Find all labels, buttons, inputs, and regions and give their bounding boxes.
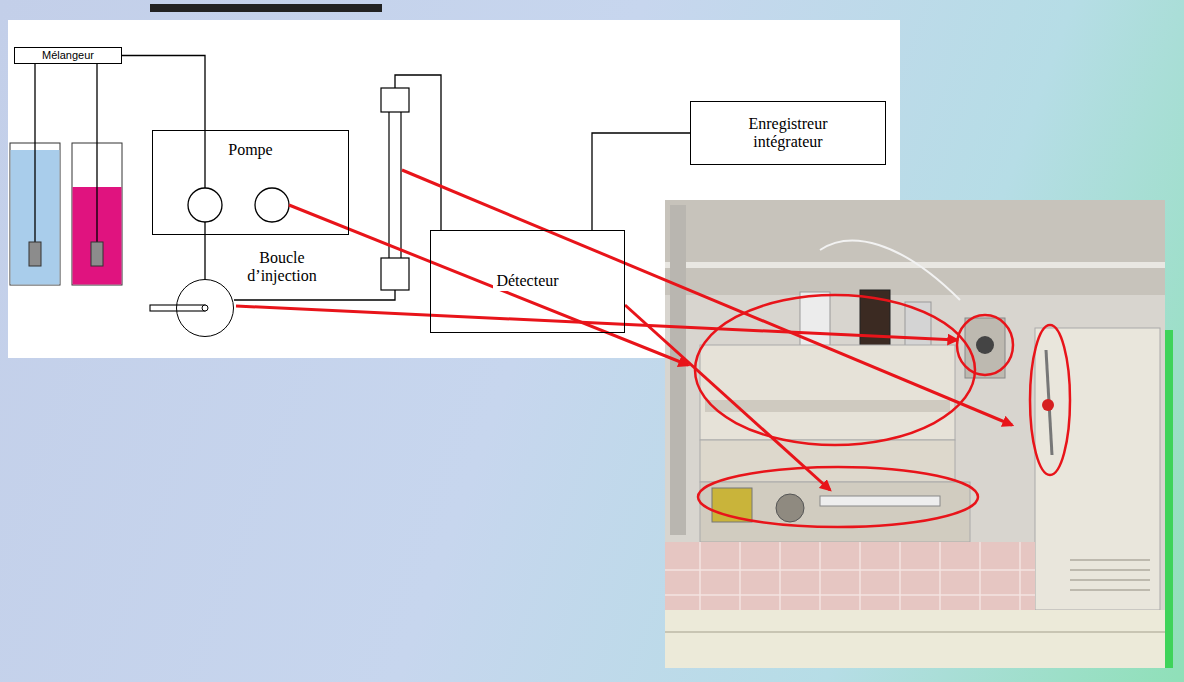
column-fitting: [381, 258, 409, 290]
dip-tube: [96, 64, 97, 242]
photo-ground: [665, 200, 1165, 668]
injection-loop: Boucle d’injection: [176, 279, 234, 337]
pump-part: [820, 496, 940, 506]
injector-valve: [965, 318, 1005, 378]
valve-pivot: [202, 305, 208, 311]
detector-box: Détecteur: [430, 230, 625, 333]
countertop: [665, 542, 1035, 615]
bench-edge: [665, 631, 1165, 633]
highlight-ellipse: [695, 295, 975, 445]
tubing: [234, 290, 395, 300]
highlight-ellipse: [698, 467, 978, 527]
injector-knob: [976, 336, 994, 354]
dip-tube: [34, 64, 35, 242]
pointer-arrow: [402, 170, 1012, 425]
highlight-ellipse: [1030, 325, 1070, 475]
column-fitting: [381, 88, 409, 112]
slide-bar: [1165, 330, 1173, 668]
column-clip: [1042, 399, 1054, 411]
bench-front: [665, 610, 1165, 668]
instrument-photo: [665, 200, 1165, 668]
column-tube: [389, 110, 401, 260]
tubing-connector: [204, 235, 205, 279]
pointer-arrow: [236, 306, 957, 340]
node-label: Enregistreur intégrateur: [723, 115, 853, 152]
mixer-box: Mélangeur: [14, 47, 122, 64]
injection-needle: [150, 305, 205, 311]
pump-part: [776, 494, 804, 522]
tubing: [204, 130, 205, 188]
pump-head: [255, 188, 289, 222]
node-label: Mélangeur: [42, 49, 94, 62]
highlight-ellipse: [957, 315, 1013, 375]
node-label: Détecteur: [493, 272, 561, 290]
frame: [670, 205, 686, 535]
node-label: Pompe: [228, 141, 272, 159]
tubing: [204, 222, 205, 235]
tubing-connector: [592, 133, 690, 230]
pump-box: Pompe: [152, 130, 349, 235]
wall: [665, 200, 1165, 295]
node-label: Boucle d’injection: [234, 249, 330, 286]
pump-head: [188, 188, 222, 222]
recorder-box: Enregistreur intégrateur: [690, 101, 886, 165]
pointer-arrow: [625, 305, 830, 490]
vent: [1070, 560, 1150, 590]
solvent-filter: [91, 242, 103, 266]
tubing: [395, 75, 441, 230]
tubing-connector: [122, 56, 205, 131]
detector-tower: [1035, 328, 1160, 610]
cropped-title-fragment: [150, 4, 382, 12]
pump-module: [700, 482, 970, 542]
tile-grid: [665, 542, 1035, 615]
solvent-filter: [29, 242, 41, 266]
solvent-tray-module: [700, 345, 955, 440]
